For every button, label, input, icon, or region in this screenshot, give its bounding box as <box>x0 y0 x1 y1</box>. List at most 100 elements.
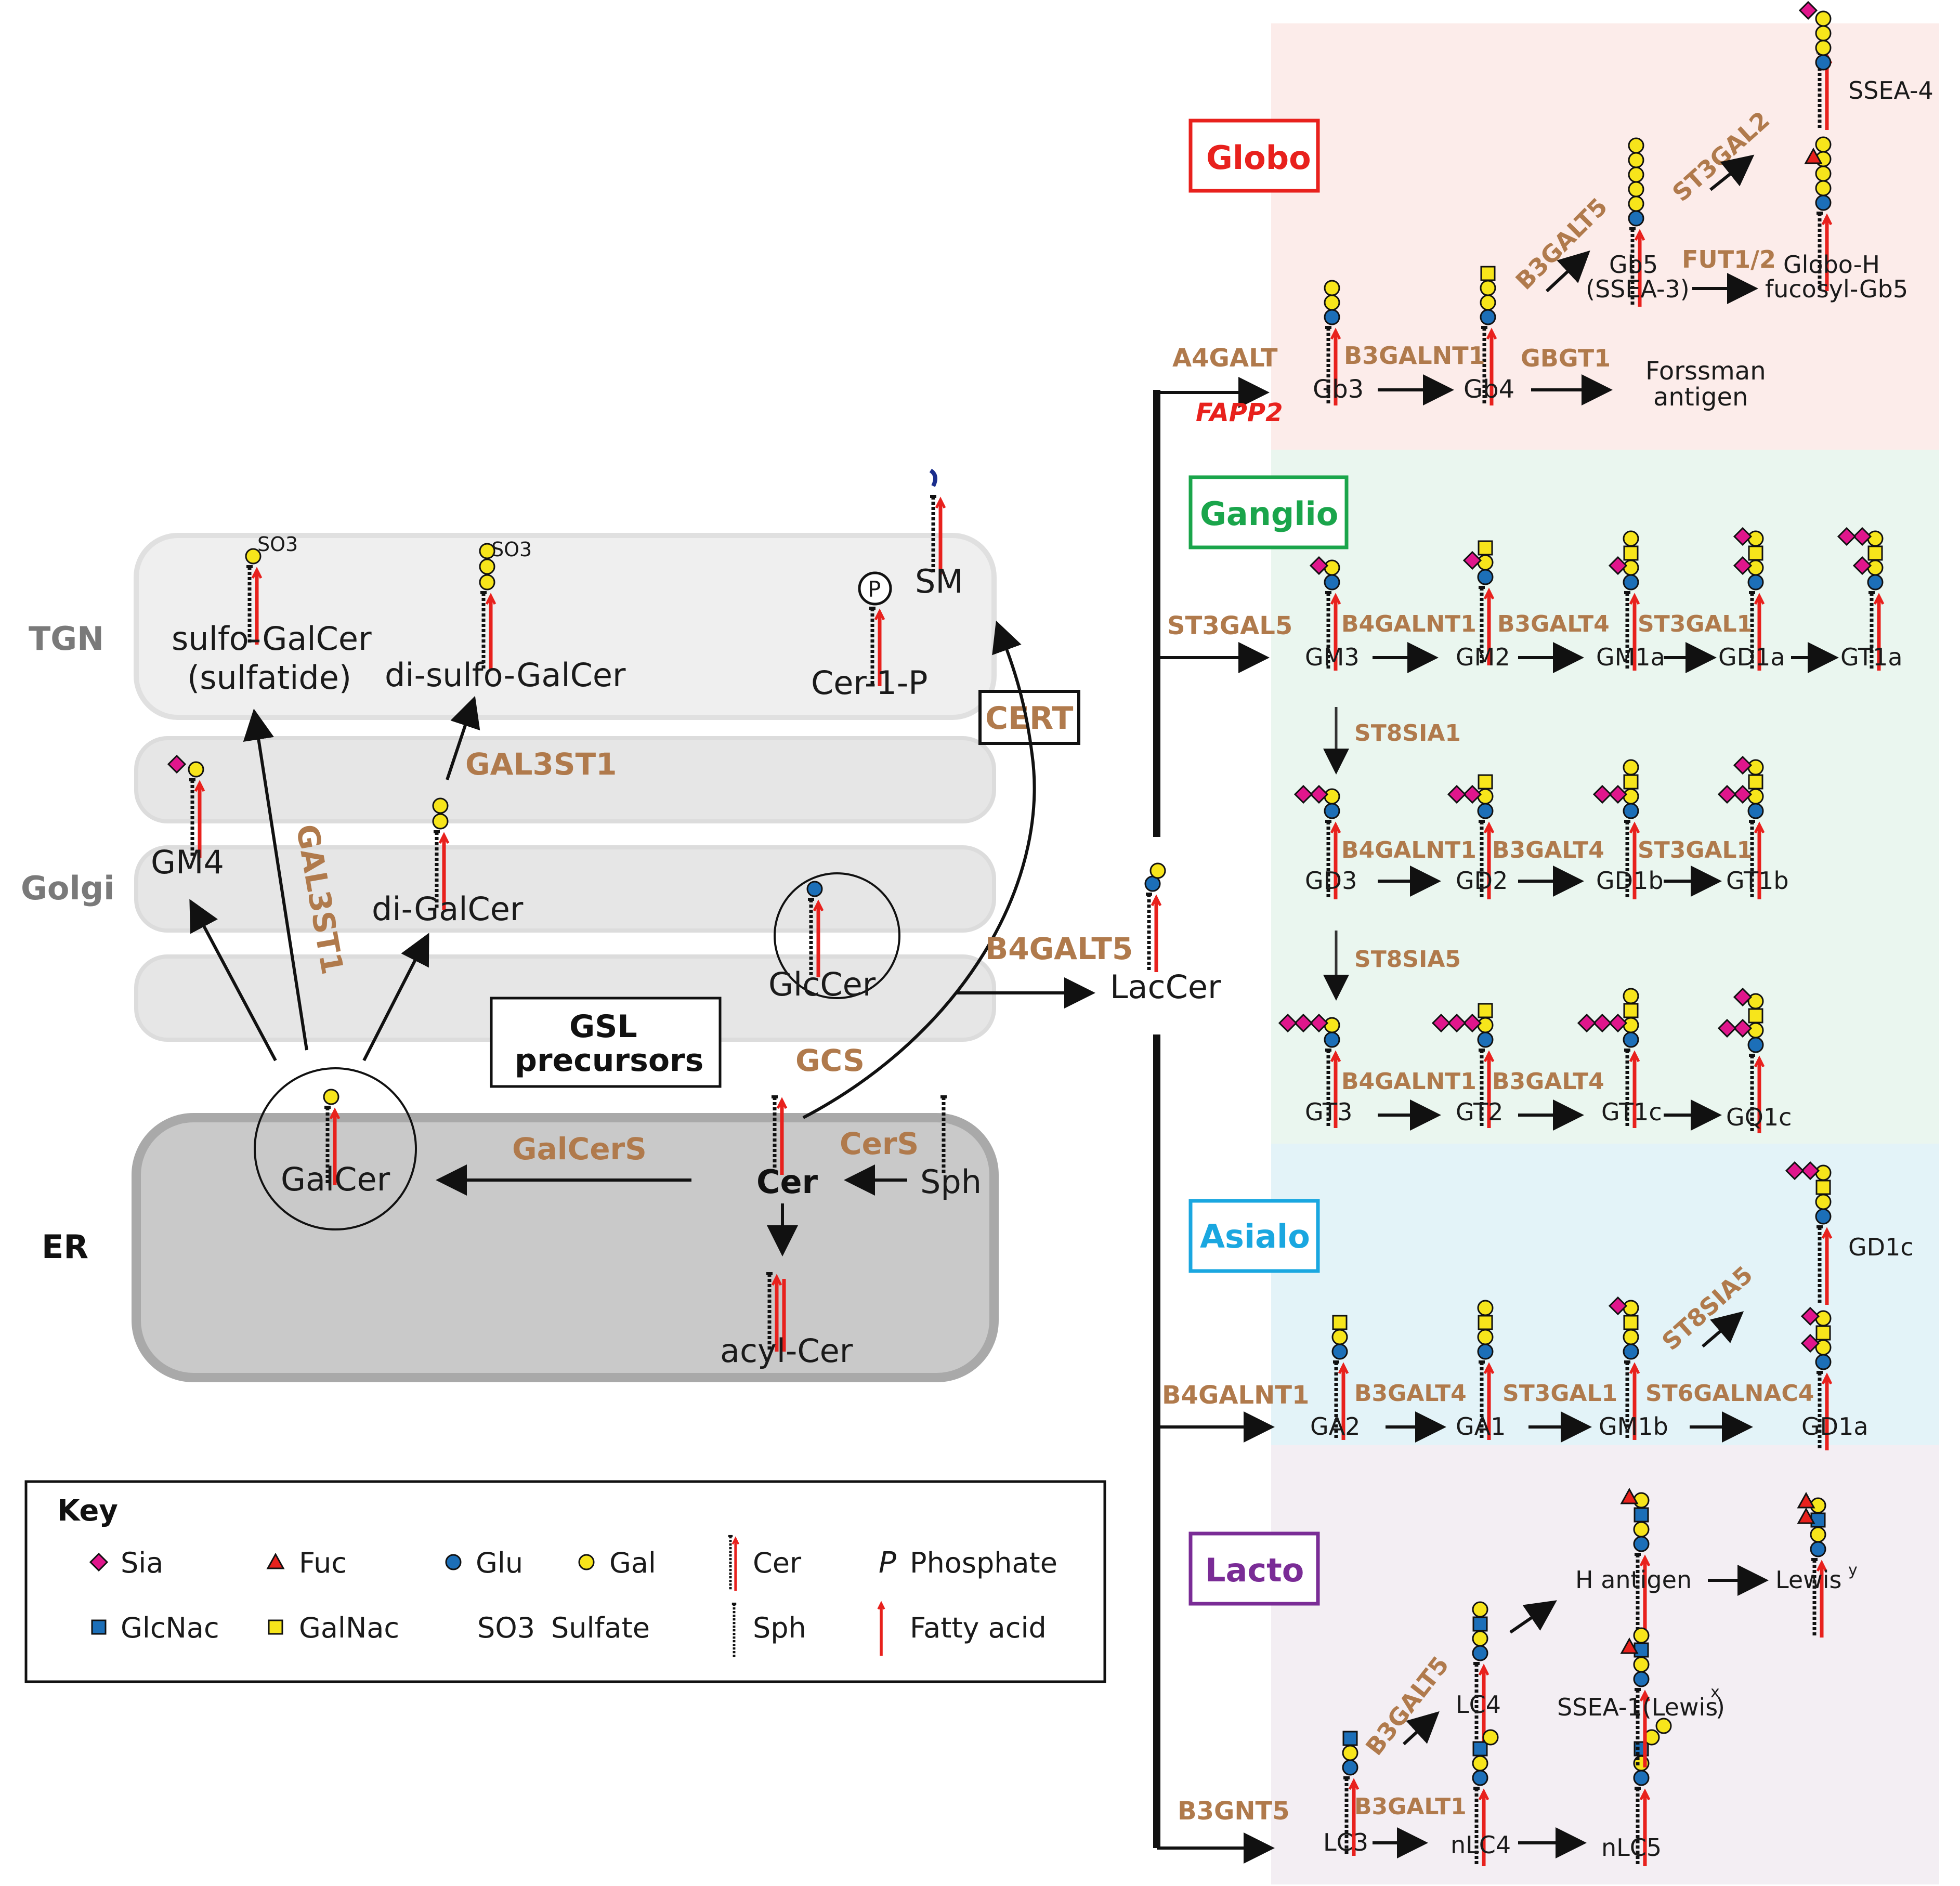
ssea1-label: SSEA-1(Lewis <box>1557 1693 1718 1721</box>
ganglio-r1-enz1: B4GALNT1 <box>1341 611 1476 637</box>
gbgt1-label: GBGT1 <box>1521 344 1611 372</box>
acyl-cer-structure <box>766 1274 786 1352</box>
ganglio-r2-c1: GD3 <box>1305 867 1357 895</box>
gm1b-label: GM1b <box>1599 1412 1668 1440</box>
gd1c-label: GD1c <box>1848 1233 1914 1261</box>
key-glu: Glu <box>476 1547 523 1579</box>
er-compartment <box>132 1113 999 1382</box>
cers-label: CerS <box>840 1126 919 1161</box>
ganglio-r2-c4: GT1b <box>1726 867 1789 895</box>
ssea4-label: SSEA-4 <box>1848 76 1933 104</box>
arrow-galcer-sulfatide <box>243 709 308 1051</box>
key-title: Key <box>57 1494 118 1528</box>
b3galt1-label: B3GALT1 <box>1354 1793 1467 1820</box>
ganglio-r1-enz3: ST3GAL1 <box>1638 611 1753 637</box>
b4galt5-label: B4GALT5 <box>985 931 1133 966</box>
laccer-structure <box>1145 862 1166 972</box>
so3-label-a: SO3 <box>257 533 298 556</box>
b3gnt5-label: B3GNT5 <box>1178 1797 1290 1826</box>
arrow-lc4-hantigen <box>1509 1600 1557 1634</box>
ganglio-r3-c1: GT3 <box>1305 1098 1352 1126</box>
forssman-label-2: antigen <box>1653 383 1748 412</box>
ganglio-r1-enz2: B3GALT4 <box>1497 611 1610 637</box>
key-phosphate: Phosphate <box>910 1547 1057 1579</box>
di-galcer-label: di-GalCer <box>372 890 524 928</box>
key-gal: Gal <box>609 1547 656 1579</box>
phosphate-icon <box>858 571 892 606</box>
st8sia5-ganglio-label: ST8SIA5 <box>1354 946 1461 973</box>
ganglio-r3-c3: GT1c <box>1601 1098 1662 1126</box>
fucosyl-gb5-label: fucosyl-Gb5 <box>1765 275 1908 303</box>
gb5-alt-label: (SSEA-3) <box>1586 275 1690 303</box>
asialo-title: Asialo <box>1200 1217 1310 1255</box>
precursors-label: precursors <box>515 1042 703 1079</box>
ganglio-r3-c4: GQ1c <box>1726 1103 1792 1131</box>
b4galnt1-branch-label: B4GALNT1 <box>1162 1381 1309 1410</box>
ganglio-r1-c3: GM1a <box>1596 643 1665 671</box>
ganglio-r1-c4: GD1a <box>1718 643 1785 671</box>
ganglio-r2-enz1: B4GALNT1 <box>1341 837 1476 863</box>
b3galnt1-globo-label: B3GALNT1 <box>1344 342 1485 370</box>
globo-title-box <box>1188 119 1320 193</box>
globoh-label: Globo-H <box>1783 251 1880 279</box>
key-fuc: Fuc <box>299 1547 347 1579</box>
acyl-cer-label: acyl-Cer <box>720 1332 853 1370</box>
arrow-galcer-digalcer <box>362 933 429 1062</box>
arrow-gb5-ssea4 <box>1709 154 1755 191</box>
phosphate-symbol: P <box>868 577 881 602</box>
ganglio-r2-enz3: ST3GAL1 <box>1638 837 1753 863</box>
golgi-cisterna-1 <box>134 736 996 823</box>
sm-label: SM <box>915 562 963 600</box>
er-label: ER <box>42 1228 88 1266</box>
key-sia: Sia <box>121 1547 163 1579</box>
lc3-label: LC3 <box>1323 1828 1368 1856</box>
galcers-label: GalCerS <box>512 1131 647 1167</box>
galnac-icon <box>268 1619 283 1635</box>
gb5-label: Gb5 <box>1609 251 1658 279</box>
ssea1-sup: x <box>1710 1683 1720 1701</box>
lewis-y-sup: y <box>1848 1561 1858 1579</box>
gal-icon <box>578 1554 595 1570</box>
golgi-cisterna-2 <box>134 845 996 933</box>
ganglio-r3-c2: GT2 <box>1456 1098 1503 1126</box>
sm-structure <box>930 468 945 574</box>
ganglio-r1-c1: GM3 <box>1305 643 1360 671</box>
key-galnac: GalNac <box>299 1612 399 1644</box>
a4galt-label: A4GALT <box>1172 344 1278 373</box>
ganglio-r2-c2: GD2 <box>1456 867 1508 895</box>
st8sia1-label: ST8SIA1 <box>1354 720 1461 746</box>
key-sph: Sph <box>753 1612 806 1644</box>
h-antigen-label: H antigen <box>1575 1566 1692 1594</box>
arrow-galcer-gm4 <box>189 899 277 1062</box>
b3galt4-asialo-label: B3GALT4 <box>1354 1380 1467 1407</box>
key-so3: SO3 <box>477 1612 535 1644</box>
nlc4-label: nLC4 <box>1451 1831 1511 1859</box>
galcer-label: GalCer <box>281 1160 390 1198</box>
ganglio-title-box <box>1188 475 1349 549</box>
key-fatty-acid: Fatty acid <box>910 1612 1047 1644</box>
key-cer: Cer <box>753 1547 802 1579</box>
laccer-label: LacCer <box>1110 968 1221 1006</box>
arrow-lc3-lc4 <box>1402 1711 1440 1746</box>
fut12-label: FUT1/2 <box>1682 245 1776 273</box>
ganglio-title: Ganglio <box>1200 495 1338 533</box>
glcnac-icon <box>91 1619 107 1635</box>
arrow-gm1b-gd1c <box>1702 1311 1744 1348</box>
di-sulfo-galcer-label: di-sulfo-GalCer <box>385 656 626 694</box>
lacto-title: Lacto <box>1205 1551 1304 1589</box>
gb4-label: Gb4 <box>1464 375 1514 404</box>
gd1a-asialo-label: GD1a <box>1801 1412 1868 1440</box>
key-glcnac: GlcNac <box>121 1612 219 1644</box>
cer-label: Cer <box>756 1163 818 1201</box>
ganglio-r3-enz1: B4GALNT1 <box>1341 1068 1476 1095</box>
asialo-title-box <box>1188 1199 1320 1273</box>
key-sulfate: Sulfate <box>551 1612 650 1644</box>
ga2-label: GA2 <box>1310 1412 1360 1440</box>
sulfo-galcer-label: sulfo-GalCer <box>172 620 372 658</box>
fatty-acid-key-icon <box>877 1601 885 1656</box>
nlc5-label: nLC5 <box>1601 1833 1662 1862</box>
ganglio-r2-enz2: B3GALT4 <box>1492 837 1604 863</box>
st3gal5-label: ST3GAL5 <box>1167 611 1292 640</box>
gm4-label: GM4 <box>151 843 224 881</box>
